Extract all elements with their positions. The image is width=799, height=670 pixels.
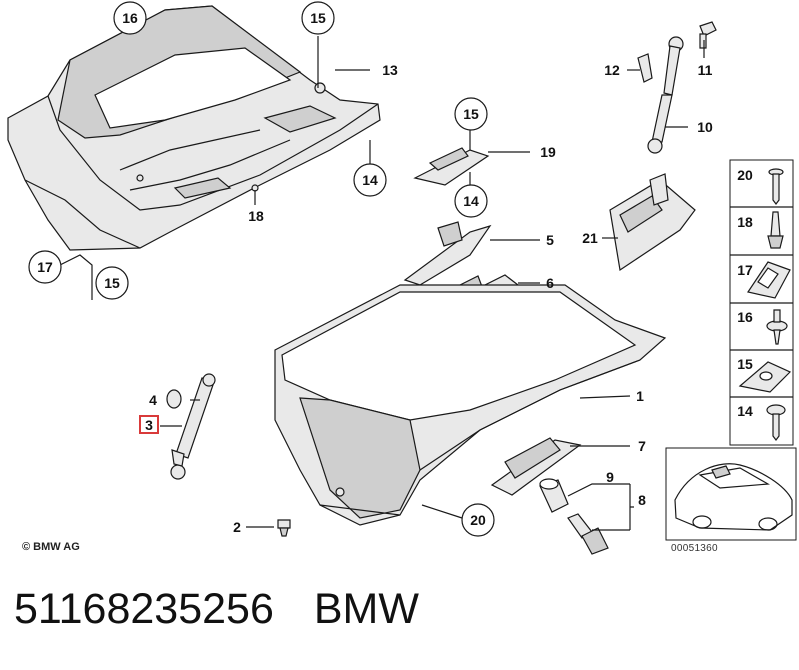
callout-21: 21 — [582, 230, 598, 246]
callout-4: 4 — [149, 392, 157, 408]
screw-2-drawing — [277, 519, 291, 537]
callout-11: 11 — [698, 62, 713, 78]
screw-14-icon — [766, 404, 786, 441]
bracket-19-drawing — [413, 147, 490, 186]
push-rivet-16-icon — [766, 309, 788, 345]
brand-name: BMW — [313, 585, 419, 633]
screw-20-icon — [768, 168, 784, 205]
part-5-drawing — [403, 221, 492, 286]
latch-21-drawing — [609, 173, 696, 272]
lock-cylinder-drawing — [539, 478, 609, 555]
callout-1: 1 — [636, 388, 644, 404]
callout-markers — [28, 1, 495, 537]
handle-7-drawing — [490, 437, 582, 496]
copyright: © BMW AG — [22, 541, 80, 553]
hardware-panel: 20 18 17 16 15 14 — [729, 159, 794, 446]
callout-3: 3 — [145, 417, 153, 433]
callout-5: 5 — [546, 232, 554, 248]
hardware-label-20: 20 — [737, 167, 753, 183]
callout-18: 18 — [248, 208, 264, 224]
hardware-label-15: 15 — [737, 356, 753, 372]
clip-nut-15-icon — [738, 361, 792, 393]
callout-15-bottom: 15 — [104, 275, 120, 291]
callout-15-top: 15 — [310, 10, 326, 26]
clip-nut-17-icon — [747, 261, 791, 299]
callout-12: 12 — [604, 62, 620, 78]
callout-2: 2 — [233, 519, 241, 535]
rivet-18-icon — [767, 211, 784, 249]
callout-6: 6 — [546, 275, 554, 291]
callout-14-bracket: 14 — [463, 193, 479, 209]
hardware-label-17: 17 — [737, 262, 753, 278]
callout-8: 8 — [638, 492, 646, 508]
callout-15-bracket: 15 — [463, 106, 479, 122]
hinge-strut-drawing — [637, 21, 717, 154]
callout-17: 17 — [37, 259, 53, 275]
gas-strut-drawing — [166, 373, 216, 480]
hardware-label-16: 16 — [737, 309, 753, 325]
drawing-number: 00051360 — [671, 543, 718, 554]
caption: 51168235256 BMW — [14, 585, 419, 634]
callout-7: 7 — [638, 438, 646, 454]
callout-14-carrier: 14 — [362, 172, 378, 188]
callout-16: 16 — [122, 10, 138, 26]
callout-19: 19 — [540, 144, 556, 160]
callout-labels: 16 15 13 14 18 17 15 12 11 10 15 19 14 5… — [37, 10, 713, 535]
hardware-label-14: 14 — [737, 403, 753, 419]
callout-9: 9 — [606, 469, 614, 485]
callout-20: 20 — [470, 512, 486, 528]
glovebox-lid-drawing — [274, 284, 667, 526]
vehicle-locator-inset — [665, 447, 797, 541]
glovebox-carrier-drawing — [7, 5, 381, 251]
leader-lines — [59, 36, 705, 531]
hardware-label-18: 18 — [737, 214, 753, 230]
callout-13: 13 — [382, 62, 398, 78]
callout-10: 10 — [697, 119, 713, 135]
part-number: 51168235256 — [14, 585, 274, 633]
